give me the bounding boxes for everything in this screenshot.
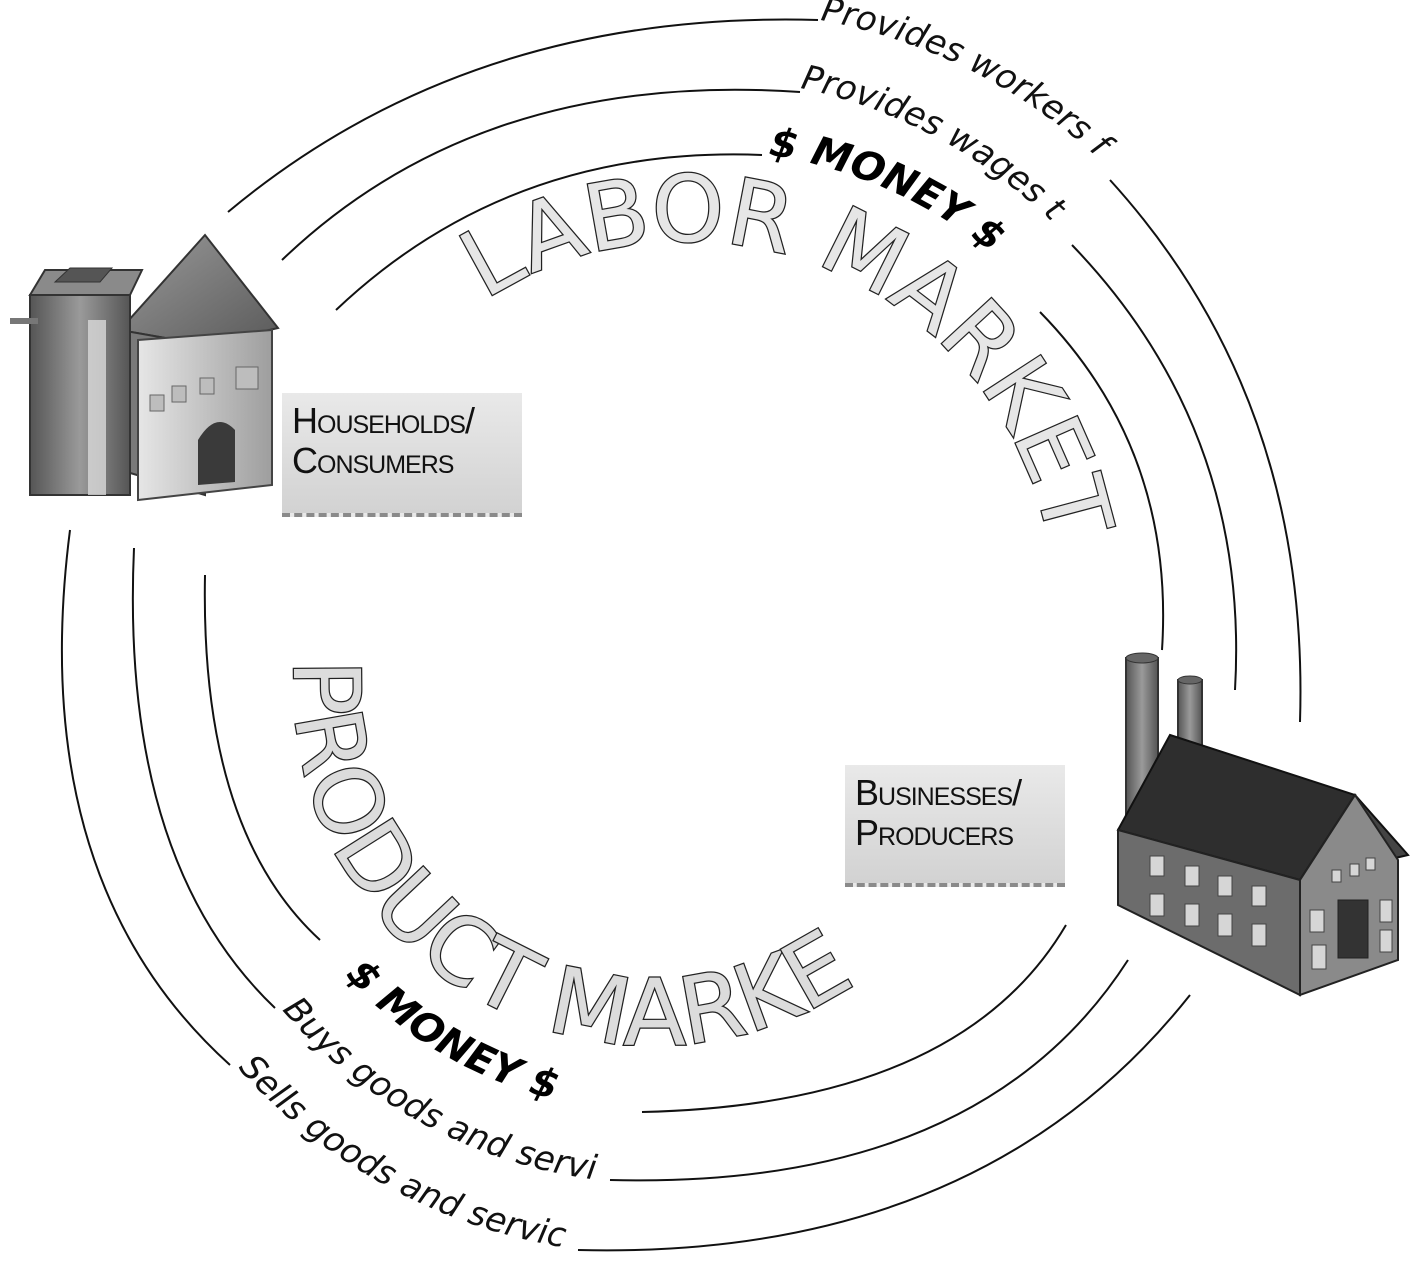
labor-outer-arc bbox=[227, 18, 819, 213]
product-outer-arc-bottom bbox=[577, 994, 1191, 1252]
labor-middle-arc bbox=[281, 88, 801, 261]
labor-middle-arc-right bbox=[1071, 244, 1238, 691]
product-middle-arc-bottom bbox=[609, 959, 1129, 1182]
labor-inner-arc-right bbox=[1039, 311, 1165, 651]
labor-market-arcs bbox=[227, 18, 1302, 723]
households-label-line1: Households/ bbox=[292, 400, 475, 441]
product-market-title: PRODUCT MARKET bbox=[0, 0, 869, 1068]
factory-icon bbox=[1116, 652, 1410, 997]
product-middle-arc-left bbox=[131, 547, 276, 1009]
households-label: Households/ Consumers bbox=[282, 393, 522, 517]
households-label-line2: Consumers bbox=[292, 440, 454, 481]
labor-inner-arc bbox=[335, 153, 763, 311]
product-outer-arc-left bbox=[60, 529, 231, 1066]
product-inner-arc-bottom bbox=[641, 924, 1067, 1113]
house-icon bbox=[10, 233, 280, 502]
businesses-label: Businesses/ Producers bbox=[845, 765, 1065, 887]
businesses-label-line1: Businesses/ bbox=[855, 772, 1022, 813]
labor-outer-arc-right bbox=[1109, 179, 1302, 723]
product-inner-arc-left bbox=[203, 574, 321, 941]
businesses-label-line2: Producers bbox=[855, 812, 1014, 853]
product-market-arcs bbox=[60, 529, 1191, 1252]
labor-market-title: LABOR MARKET bbox=[444, 156, 1133, 549]
